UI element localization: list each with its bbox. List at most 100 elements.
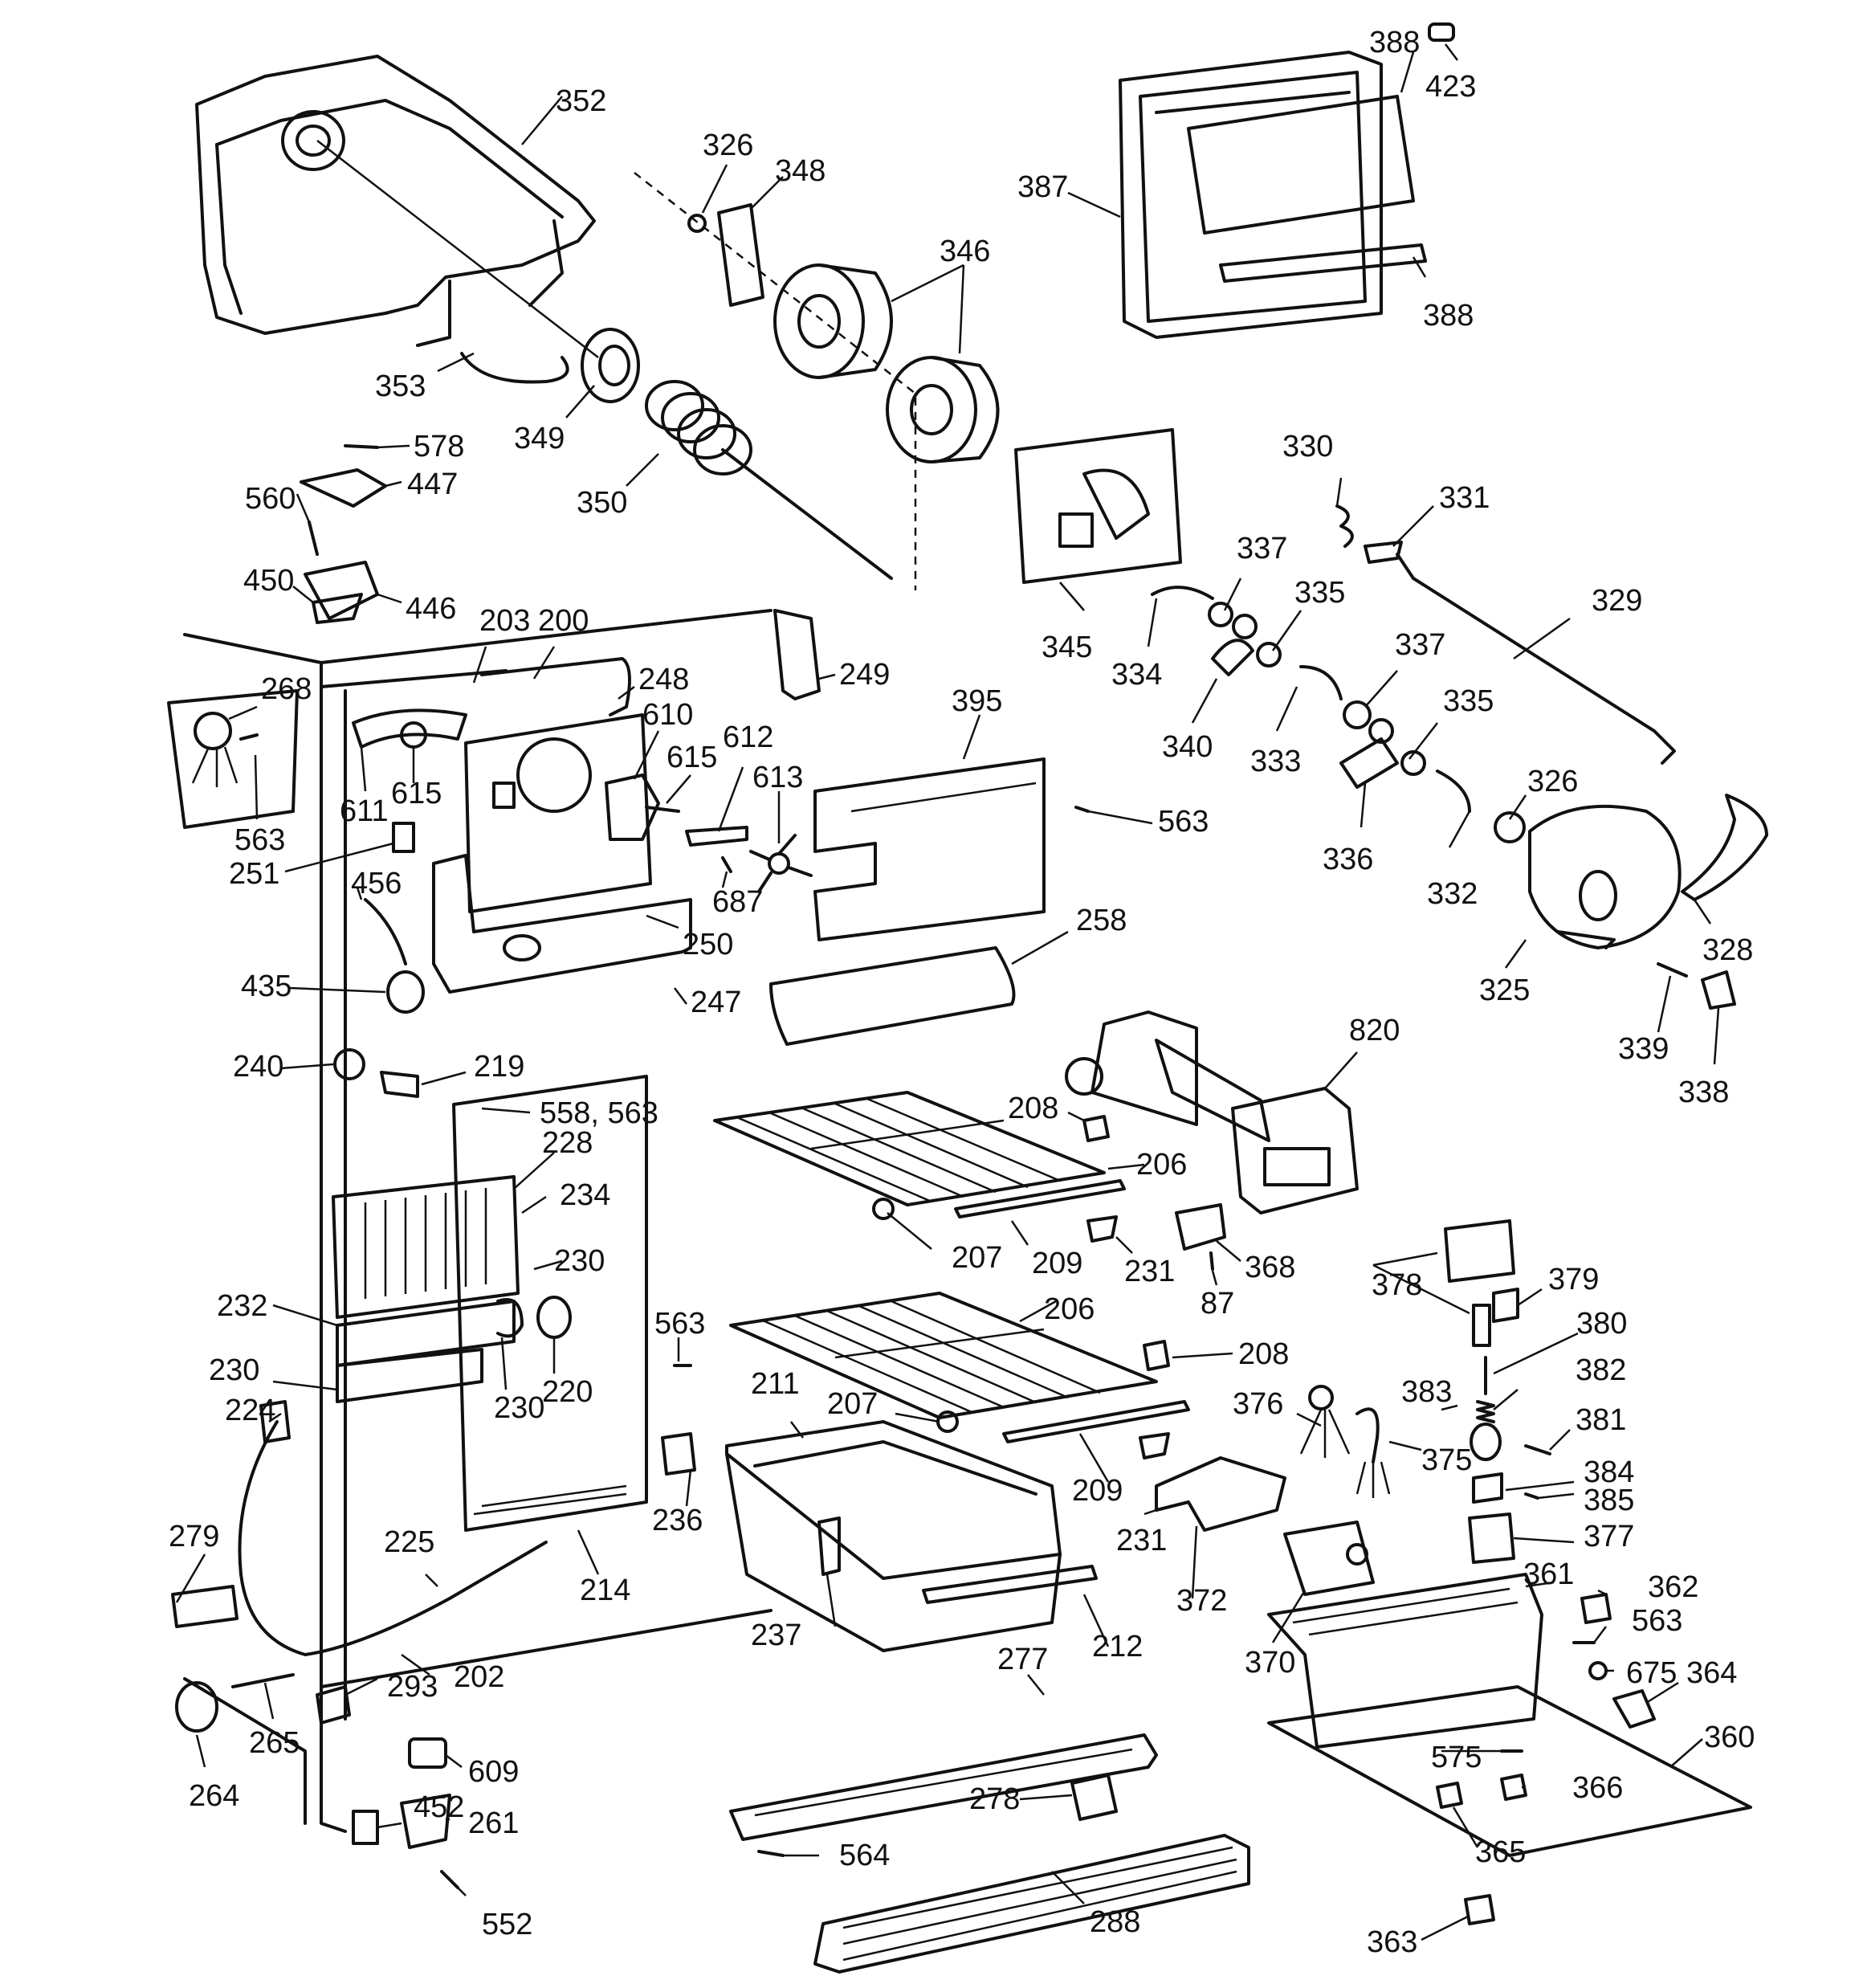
part-label: 615 [391, 777, 442, 810]
part-label: 687 [712, 885, 763, 919]
part-label: 377 [1584, 1520, 1634, 1553]
trim-258 [769, 946, 1016, 1046]
part-label: 558, 563 [540, 1096, 658, 1130]
part-label: 203 [479, 604, 530, 638]
pin-385 [1524, 1492, 1539, 1500]
part-label: 563 [1158, 805, 1209, 839]
tube-248 [480, 657, 631, 716]
part-label: 372 [1176, 1584, 1227, 1618]
wire-456 [364, 898, 407, 965]
part-label: 200 [538, 604, 589, 638]
part-label: 335 [1443, 684, 1494, 718]
part-label: 232 [217, 1289, 267, 1323]
bracket-379 [1492, 1288, 1519, 1323]
part-label: 563 [234, 823, 285, 857]
part-label: 563 [654, 1307, 705, 1341]
part-label: 337 [1237, 532, 1287, 565]
shelf-trim-209a [954, 1179, 1126, 1219]
cabinet-body [183, 609, 773, 1833]
part-label: 249 [839, 658, 890, 692]
part-label: 611 [340, 794, 389, 828]
part-label: 277 [997, 1643, 1048, 1676]
plug-240 [333, 1048, 365, 1080]
part-label: 361 [1523, 1557, 1574, 1591]
part-label: 261 [468, 1806, 519, 1840]
part-label: 446 [406, 592, 456, 626]
shelf-support-208 [1082, 1115, 1110, 1142]
part-label: 326 [1527, 765, 1578, 798]
part-label: 452 [414, 1790, 464, 1824]
part-label: 395 [952, 684, 1002, 718]
motor-housing-325 [1528, 804, 1682, 949]
part-label: 288 [1090, 1905, 1140, 1939]
part-label: 325 [1479, 974, 1530, 1007]
washer-326 [687, 214, 707, 233]
evaporator-cover-247 [432, 854, 692, 994]
thermostat-251 [392, 822, 415, 853]
hinge-261 [400, 1794, 451, 1849]
part-label: 365 [1475, 1835, 1526, 1869]
drawer-handle-212 [922, 1565, 1098, 1604]
part-label: 293 [387, 1670, 438, 1704]
drain-tube-225 [238, 1420, 548, 1656]
part-label: 615 [667, 741, 717, 774]
part-label: 265 [249, 1726, 300, 1760]
part-label: 230 [209, 1353, 259, 1387]
bracket-328 [1681, 794, 1768, 901]
light-socket-268 [167, 689, 299, 829]
part-label: 337 [1395, 628, 1445, 662]
part-label: 376 [1233, 1387, 1283, 1421]
bail-wire-353 [460, 352, 569, 384]
fitting-364 [1612, 1689, 1656, 1729]
part-label: 339 [1618, 1032, 1669, 1066]
screw-687 [721, 856, 732, 873]
part-label: 388 [1423, 299, 1474, 333]
part-label: 230 [494, 1391, 544, 1425]
washer-675 [1588, 1661, 1608, 1680]
part-label: 364 [1686, 1656, 1737, 1690]
cover-panel-395 [813, 757, 1046, 941]
clip-230b [496, 1298, 524, 1338]
wiring-376 [1299, 1385, 1351, 1458]
base-plate-360 [1267, 1685, 1752, 1857]
blade-348 [717, 203, 764, 307]
part-label: 268 [261, 672, 312, 706]
drain-fitting-224 [259, 1400, 291, 1443]
rail-277 [729, 1733, 1158, 1841]
back-panel-214 [452, 1075, 648, 1532]
shelf-trim-209b [1002, 1400, 1190, 1443]
part-label: 248 [638, 663, 689, 696]
part-label: 613 [752, 761, 803, 794]
spring-382 [1476, 1400, 1495, 1423]
part-label: 251 [229, 857, 279, 891]
part-label: 346 [940, 235, 990, 268]
part-label: 382 [1576, 1353, 1626, 1387]
shim-452 [352, 1810, 379, 1845]
part-label: 435 [241, 970, 291, 1003]
crusher-drums-346 [773, 263, 1000, 463]
bracket-249 [773, 609, 821, 700]
bracket-378b [1472, 1304, 1491, 1347]
part-label: 360 [1704, 1721, 1755, 1754]
part-label: 366 [1572, 1771, 1623, 1805]
grille-288 [813, 1834, 1250, 1974]
fan-shroud-250 [464, 713, 652, 913]
rod-329 [1396, 553, 1676, 765]
part-label: 250 [683, 928, 733, 961]
roller-264 [175, 1681, 218, 1733]
part-label: 388 [1369, 26, 1420, 59]
part-label: 340 [1162, 730, 1213, 764]
part-label: 231 [1116, 1524, 1167, 1557]
part-label: 240 [233, 1050, 283, 1084]
clip-362 [1580, 1593, 1612, 1624]
part-label: 380 [1576, 1307, 1627, 1341]
part-label: 387 [1017, 170, 1068, 204]
part-label: 560 [245, 482, 296, 516]
part-label: 206 [1044, 1292, 1095, 1326]
part-label: 450 [243, 564, 294, 598]
clip-609 [408, 1737, 447, 1769]
fan-blade-613 [749, 834, 813, 893]
part-label: 209 [1072, 1474, 1123, 1508]
part-label: 207 [827, 1387, 878, 1421]
screw-578 [344, 444, 379, 449]
